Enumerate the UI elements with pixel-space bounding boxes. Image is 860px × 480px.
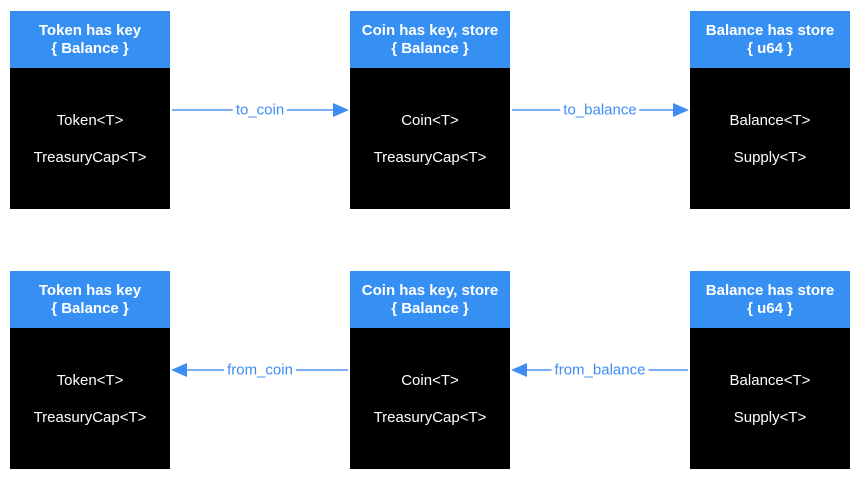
node-header: Coin has key, store { Balance } <box>350 271 510 328</box>
connector-label: to_balance <box>560 101 640 119</box>
node-header: Token has key { Balance } <box>10 11 170 68</box>
arrow-right-icon <box>673 103 689 117</box>
node-balance-bottom: Balance has store { u64 } Balance<T> Sup… <box>690 271 850 469</box>
node-title: Coin has key, store <box>361 21 499 39</box>
struct-name: TreasuryCap<T> <box>33 408 147 426</box>
node-abilities: { Balance } <box>51 299 129 317</box>
node-header: Balance has store { u64 } <box>690 271 850 328</box>
connector-label: from_coin <box>224 361 296 379</box>
connector-to-coin: to_coin <box>170 98 350 122</box>
node-token-top: Token has key { Balance } Token<T> Treas… <box>10 11 170 209</box>
node-token-bottom: Token has key { Balance } Token<T> Treas… <box>10 271 170 469</box>
node-balance-top: Balance has store { u64 } Balance<T> Sup… <box>690 11 850 209</box>
connector-label: from_balance <box>551 361 649 379</box>
node-abilities: { u64 } <box>747 299 793 317</box>
node-body: Balance<T> Supply<T> <box>690 68 850 209</box>
node-abilities: { u64 } <box>747 39 793 57</box>
node-header: Token has key { Balance } <box>10 271 170 328</box>
node-body: Coin<T> TreasuryCap<T> <box>350 328 510 469</box>
struct-name: TreasuryCap<T> <box>33 148 147 166</box>
connector-from-coin: from_coin <box>170 358 350 382</box>
struct-name: Balance<T> <box>729 111 811 129</box>
struct-name: Supply<T> <box>733 148 807 166</box>
node-body: Coin<T> TreasuryCap<T> <box>350 68 510 209</box>
struct-name: Token<T> <box>56 371 124 389</box>
node-title: Token has key <box>38 281 142 299</box>
connector-from-balance: from_balance <box>510 358 690 382</box>
node-header: Coin has key, store { Balance } <box>350 11 510 68</box>
node-abilities: { Balance } <box>391 299 469 317</box>
node-title: Balance has store <box>705 281 835 299</box>
node-abilities: { Balance } <box>51 39 129 57</box>
struct-name: Balance<T> <box>729 371 811 389</box>
struct-name: Token<T> <box>56 111 124 129</box>
arrow-right-icon <box>333 103 349 117</box>
arrow-left-icon <box>171 363 187 377</box>
struct-name: Coin<T> <box>401 371 459 389</box>
arrow-left-icon <box>511 363 527 377</box>
node-title: Coin has key, store <box>361 281 499 299</box>
node-coin-bottom: Coin has key, store { Balance } Coin<T> … <box>350 271 510 469</box>
node-body: Token<T> TreasuryCap<T> <box>10 328 170 469</box>
connector-label: to_coin <box>232 101 288 119</box>
node-coin-top: Coin has key, store { Balance } Coin<T> … <box>350 11 510 209</box>
node-abilities: { Balance } <box>391 39 469 57</box>
connector-to-balance: to_balance <box>510 98 690 122</box>
node-title: Token has key <box>38 21 142 39</box>
node-header: Balance has store { u64 } <box>690 11 850 68</box>
node-title: Balance has store <box>705 21 835 39</box>
struct-name: Supply<T> <box>733 408 807 426</box>
node-body: Balance<T> Supply<T> <box>690 328 850 469</box>
struct-name: Coin<T> <box>401 111 459 129</box>
node-body: Token<T> TreasuryCap<T> <box>10 68 170 209</box>
struct-name: TreasuryCap<T> <box>373 408 487 426</box>
struct-name: TreasuryCap<T> <box>373 148 487 166</box>
